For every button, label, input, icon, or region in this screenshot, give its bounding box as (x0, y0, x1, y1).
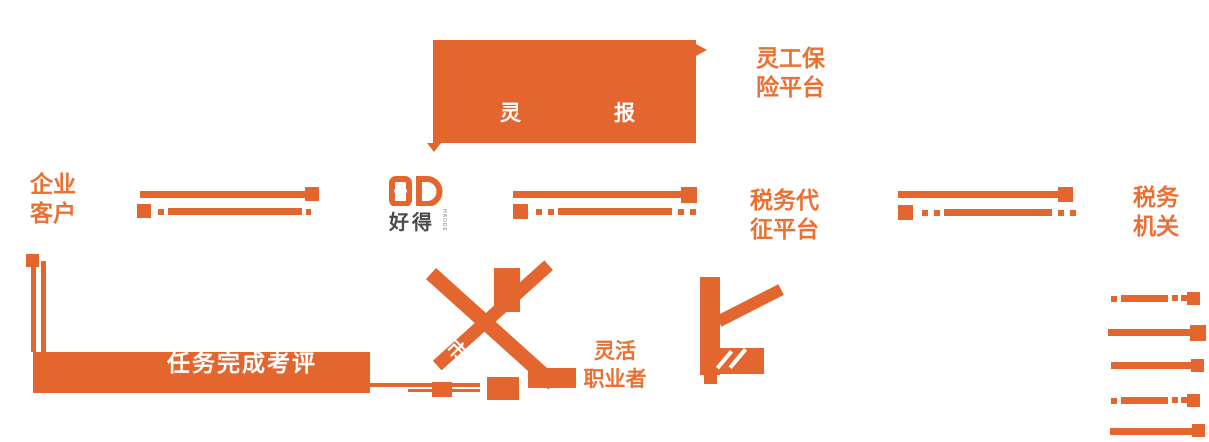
arrow-dash (158, 209, 164, 215)
node-insurance-platform: 灵工保险平台 (756, 44, 825, 102)
arrow-line-vertical (31, 267, 36, 352)
node-enterprise-line2: 客户 (30, 200, 76, 226)
arrow-head (898, 205, 913, 220)
arrow-dash (1181, 397, 1187, 403)
arrow-fragment (432, 382, 452, 397)
node-workers-line2: 职业者 (583, 368, 647, 391)
node-taxcol-line1: 税务代 (750, 187, 819, 213)
arrow-dash (1058, 210, 1064, 216)
arrow-dash (1181, 295, 1187, 301)
arrow-dash (548, 209, 554, 215)
arrow-head (1191, 359, 1204, 372)
diagonal-arrow (716, 284, 784, 327)
node-workers-line1: 灵活 (594, 340, 636, 363)
arrow-dash (934, 210, 940, 216)
arrow-line (944, 209, 1052, 216)
arrow-line (168, 208, 302, 215)
arrow-dash (1172, 397, 1178, 403)
arrow-head (1187, 292, 1200, 305)
arrow-head (513, 204, 528, 219)
arrow-line (513, 191, 681, 198)
arrow-fragment (528, 368, 576, 388)
arrow-line (140, 191, 307, 198)
arrow-fragment (704, 371, 717, 384)
arrow-dash (1111, 398, 1117, 404)
task-evaluation-label: 任务完成考评 (167, 350, 317, 376)
arrow-head (1190, 325, 1206, 341)
arrow-line-vertical (41, 261, 46, 352)
node-enterprise: 企业客户 (30, 170, 76, 228)
arrow-head-up (26, 254, 39, 267)
arrow-down-icon (427, 143, 441, 152)
arrow-fragment (487, 377, 519, 400)
arrow-fragment (700, 277, 720, 375)
haode-logo-mark-icon (389, 176, 443, 206)
arrow-dash (678, 209, 684, 215)
node-taxauth-line1: 税务 (1133, 184, 1179, 210)
arrow-head (137, 204, 151, 218)
node-tax-collection-platform: 税务代征平台 (750, 186, 819, 244)
node-insurance-line2: 险平台 (756, 74, 825, 100)
connector-line (370, 383, 480, 387)
node-taxauth-line2: 机关 (1133, 213, 1179, 239)
arrow-head (1192, 424, 1205, 437)
arrow-line (1108, 329, 1192, 336)
arrow-head (305, 187, 319, 201)
insurance-data-banner: 灵 报 (433, 40, 696, 143)
arrow-head (1058, 187, 1073, 202)
arrow-dash (690, 209, 696, 215)
arrow-dash (922, 210, 928, 216)
arrow-line (898, 191, 1058, 198)
arrow-line (1110, 428, 1192, 435)
arrow-dash (1070, 210, 1076, 216)
arrow-line (558, 208, 672, 215)
arrow-dash (1111, 296, 1117, 302)
arrow-dash (1172, 295, 1178, 301)
arrow-line (1121, 397, 1168, 404)
banner-text-fragment-right: 报 (614, 102, 635, 125)
haode-logo: 好得 HAODE (386, 176, 456, 236)
node-flexible-workers: 灵活职业者 (570, 338, 660, 394)
haode-logo-text: 好得 (389, 212, 435, 234)
arrow-right-icon (696, 44, 707, 56)
node-taxcol-line2: 征平台 (750, 216, 819, 242)
arrow-head (1187, 394, 1200, 407)
arrow-dash (536, 209, 542, 215)
banner-text-fragment-left: 灵 (500, 102, 521, 125)
arrow-line (1121, 295, 1168, 302)
task-evaluation-bar (33, 352, 370, 393)
arrow-line (1111, 362, 1193, 369)
node-tax-authority: 税务机关 (1133, 183, 1179, 241)
node-enterprise-line1: 企业 (30, 171, 76, 197)
haode-logo-latin: HAODE (441, 209, 447, 232)
arrow-head (681, 187, 697, 203)
arrow-fragment (494, 268, 520, 312)
node-insurance-line1: 灵工保 (756, 45, 825, 71)
arrow-dash (306, 209, 311, 215)
